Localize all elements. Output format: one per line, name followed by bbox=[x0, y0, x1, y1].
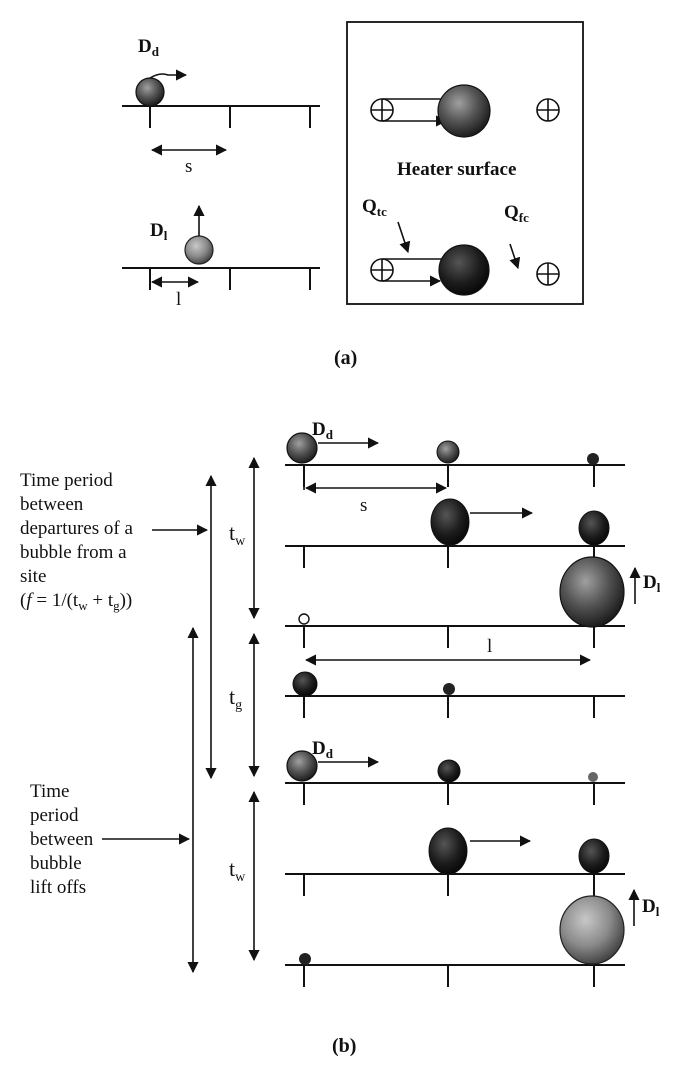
panel-b-caption: (b) bbox=[332, 1035, 356, 1057]
frequency-formula: (f = 1/(tw + tg)) bbox=[20, 590, 132, 613]
liftoff-label-b1: Dl bbox=[643, 572, 661, 595]
nucleating-bubble bbox=[443, 683, 455, 695]
liftoff-bubble bbox=[559, 895, 625, 965]
tg-label: tg bbox=[229, 684, 242, 713]
heater-inset-frame bbox=[346, 21, 584, 305]
nucleating-bubble bbox=[588, 772, 598, 782]
nucleation-site-icon bbox=[370, 98, 394, 122]
sliding-bubble bbox=[430, 498, 470, 546]
depart-label-b2: Dd bbox=[312, 738, 334, 761]
nucleation-site-icon bbox=[370, 258, 394, 282]
qfc-arrow bbox=[509, 243, 521, 270]
departing-bubble bbox=[135, 77, 165, 107]
growing-bubble bbox=[436, 440, 460, 464]
departing-bubble bbox=[286, 750, 318, 782]
spacing-label-b: s bbox=[360, 495, 367, 516]
qtc-label: Qtc bbox=[362, 196, 387, 219]
tw-label-2: tw bbox=[229, 856, 246, 885]
depart-label-b1: Dd bbox=[312, 419, 334, 442]
liftoff-label-a: Dl bbox=[150, 220, 168, 243]
spacing-label-a: s bbox=[185, 156, 192, 177]
qfc-label: Qfc bbox=[504, 202, 529, 225]
tw-label-1: tw bbox=[229, 520, 246, 549]
departure-period-text: Time period between departures of a bubb… bbox=[20, 470, 138, 587]
heater-surface-title: Heater surface bbox=[397, 159, 516, 180]
growing-bubble bbox=[578, 510, 610, 546]
sliding-bubble bbox=[428, 827, 468, 875]
empty-site-marker bbox=[298, 613, 310, 625]
growing-bubble bbox=[578, 838, 610, 874]
departure-arrow bbox=[149, 69, 188, 81]
nucleating-bubble bbox=[299, 953, 311, 965]
panel-a-caption: (a) bbox=[334, 347, 357, 369]
qtc-arrow bbox=[397, 221, 411, 254]
sliding-bubble bbox=[438, 244, 490, 296]
nucleation-site-icon bbox=[536, 262, 560, 286]
sliding-bubble bbox=[437, 84, 491, 138]
depart-label-a: Dd bbox=[138, 36, 160, 59]
liftoff-spacing-label-b: l bbox=[487, 636, 492, 657]
departing-bubble bbox=[286, 432, 318, 464]
liftoff-bubble bbox=[559, 556, 625, 628]
panel-b: Dd s Dl l bbox=[20, 419, 661, 1057]
liftoff-bubble bbox=[184, 235, 214, 265]
panel-a: Dd s Dl l Heater surface Qtc Qfc bbox=[122, 21, 584, 369]
nucleating-bubble bbox=[587, 453, 599, 465]
nucleation-site-icon bbox=[536, 98, 560, 122]
growing-bubble bbox=[437, 759, 461, 783]
liftoff-spacing-label-a: l bbox=[176, 289, 181, 310]
liftoff-period-text: Time period between bubble lift offs bbox=[30, 781, 98, 898]
liftoff-label-b2: Dl bbox=[642, 896, 660, 919]
growing-bubble bbox=[292, 671, 318, 697]
